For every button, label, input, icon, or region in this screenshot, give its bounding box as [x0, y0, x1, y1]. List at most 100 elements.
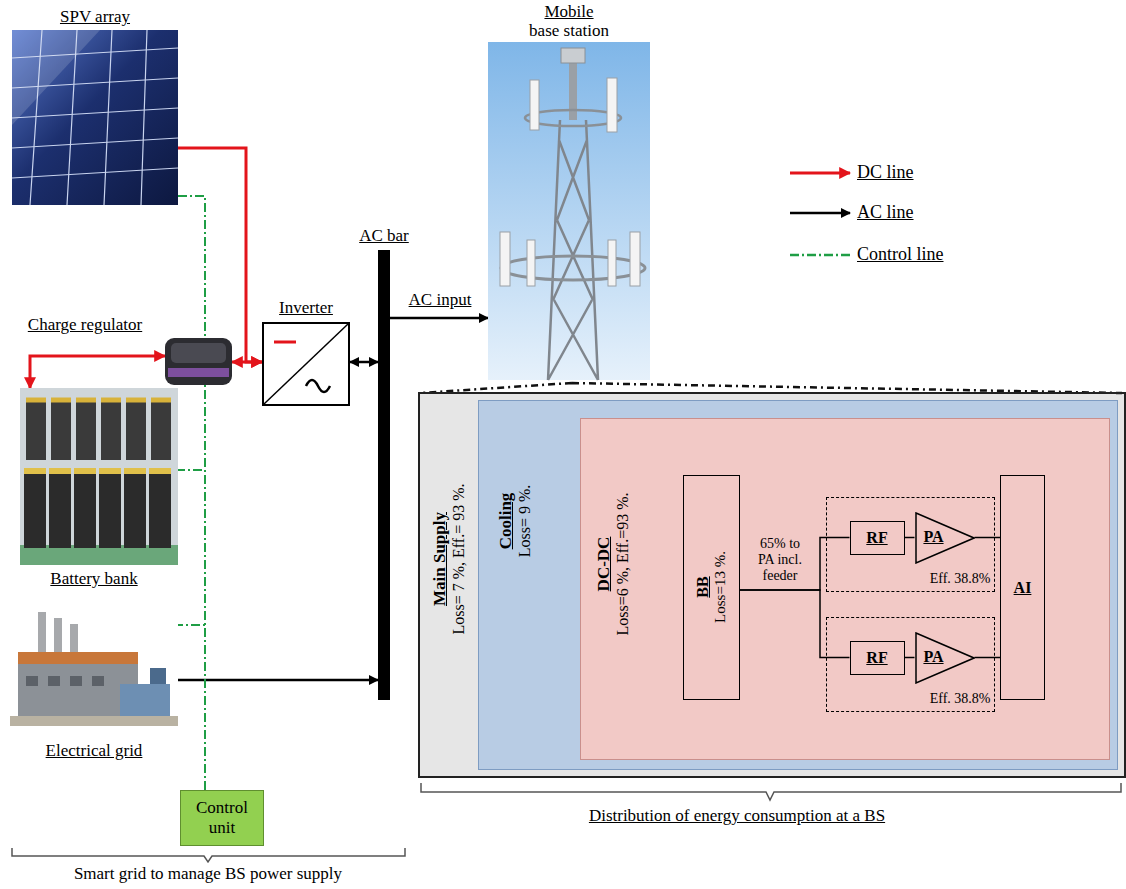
- legend-label: AC line: [857, 202, 914, 223]
- text-holder: SPV array: [6, 7, 184, 27]
- text-holder: Smart grid to manage BS power supply: [8, 864, 408, 884]
- battery-bank: Battery bank: [20, 388, 178, 565]
- rf-box: RF: [850, 521, 905, 555]
- solar-panel-picture: [12, 30, 178, 205]
- amplifier-group: Eff. 38.8% RF PA: [826, 617, 995, 712]
- base-station-picture: [530, 80, 539, 130]
- node-label: Battery bank: [10, 569, 178, 589]
- power-plant-picture: [10, 716, 178, 726]
- connector: [204, 385, 206, 790]
- text-holder: DC line: [857, 162, 914, 183]
- node-label: Eff. 38.8%: [920, 571, 991, 587]
- battery-bank-picture: [20, 388, 178, 565]
- caption-label: Distribution of energy consumption at a …: [437, 806, 1037, 826]
- node-label: BB: [694, 576, 712, 597]
- base-station-picture: [500, 232, 510, 286]
- node-note: Loss=13 %.: [712, 551, 729, 623]
- rf-box: RF: [850, 641, 905, 675]
- connector: [178, 679, 378, 682]
- text-holder: Inverter: [246, 298, 366, 318]
- node-label: Charge regulator: [4, 315, 166, 335]
- legend-sample: [790, 172, 850, 175]
- main-supply-panel: Main SupplyLoss= 7 %, Eff.= 93 %.Cooling…: [418, 392, 1126, 778]
- node-label: Mobile: [462, 2, 676, 21]
- text-holder: AI: [1001, 476, 1044, 699]
- battery-bank-picture: [124, 468, 146, 548]
- connector: [975, 657, 1001, 659]
- inverter-symbol: [306, 380, 330, 392]
- text-holder: RF: [851, 642, 904, 674]
- battery-bank-picture: [51, 398, 71, 460]
- connector: [178, 470, 205, 790]
- base-station-picture: [607, 78, 617, 132]
- text-holder: Charge regulator: [4, 315, 166, 335]
- battery-bank-picture: [149, 468, 171, 548]
- node-label: AC bar: [334, 226, 434, 246]
- connector: [975, 537, 1001, 539]
- base-station-picture: [561, 48, 585, 63]
- text-holder: BBLoss=13 %.: [684, 476, 738, 698]
- baseband-box: BBLoss=13 %.: [683, 475, 740, 700]
- solar-panel-picture: [12, 30, 100, 125]
- bracket: [12, 848, 405, 862]
- text-holder: Control unit: [181, 791, 263, 845]
- charge-regulator-picture: [171, 343, 226, 363]
- base-station-picture: [501, 256, 645, 280]
- node-note: Loss= 7 %, Eff.= 93 %.: [450, 483, 468, 634]
- solar-array: SPV array: [12, 30, 178, 205]
- node-label: Inverter: [246, 298, 366, 318]
- solar-panel-picture: [12, 30, 178, 205]
- amplifier-triangle: [916, 633, 974, 683]
- ac-bar: AC bar: [378, 250, 390, 700]
- battery-bank-picture: [24, 468, 46, 548]
- connector: [178, 625, 205, 790]
- control-unit: Control unit: [180, 790, 264, 846]
- charge-regulator-picture: [165, 338, 232, 385]
- text-holder: AC line: [857, 202, 914, 223]
- node-fill: [580, 418, 1110, 760]
- text-holder: Main SupplyLoss= 7 %, Eff.= 93 %.: [420, 394, 478, 724]
- node-fill: [478, 400, 1118, 770]
- power-plant-picture: [92, 676, 104, 686]
- bracket: [421, 783, 1121, 800]
- power-plant-picture: [38, 612, 46, 656]
- base-station-picture: [630, 232, 640, 286]
- battery-bank-picture: [24, 468, 171, 474]
- text-holder: Eff. 38.8%: [920, 571, 991, 587]
- connector: [740, 590, 850, 658]
- battery-bank-picture: [20, 388, 178, 565]
- base-station-picture: [608, 240, 616, 286]
- connector: [178, 148, 262, 362]
- inverter: Inverter: [262, 322, 350, 406]
- inverter-symbol: [264, 324, 348, 404]
- base-station: Mobilebase station: [488, 42, 650, 380]
- amplifier-group: Eff. 38.8%RFPA: [826, 497, 995, 592]
- text-holder: Control line: [857, 244, 944, 265]
- base-station-picture: [569, 62, 577, 120]
- battery-bank-picture: [26, 398, 171, 403]
- node-label: AI: [1014, 579, 1032, 597]
- power-amplifier: PA: [915, 632, 975, 684]
- legend-sample: [790, 173, 850, 255]
- text-holder: Eff. 38.8%: [920, 691, 991, 707]
- dc-dc-block: DC-DCLoss=6 %, Eff.=93 %.BBLoss=13 %.Eff…: [580, 418, 1110, 760]
- node-fill: [262, 322, 350, 406]
- text-holder: AC input: [398, 290, 482, 310]
- caption-label: Smart grid to manage BS power supply: [8, 864, 408, 884]
- charge-regulator-picture: [168, 368, 229, 377]
- text-holder: Electrical grid: [6, 741, 182, 761]
- inverter-symbol: [264, 324, 348, 404]
- connector: [905, 537, 915, 539]
- node-fill: [378, 250, 390, 700]
- power-plant-picture: [26, 676, 38, 686]
- battery-bank-picture: [99, 468, 121, 548]
- base-station-picture: [488, 42, 650, 380]
- connector: [30, 356, 165, 388]
- power-plant-picture: [10, 612, 178, 726]
- connector: [390, 317, 488, 320]
- amplifier-triangle: [916, 513, 974, 563]
- battery-bank-picture: [76, 398, 96, 460]
- base-station-picture: [527, 240, 535, 286]
